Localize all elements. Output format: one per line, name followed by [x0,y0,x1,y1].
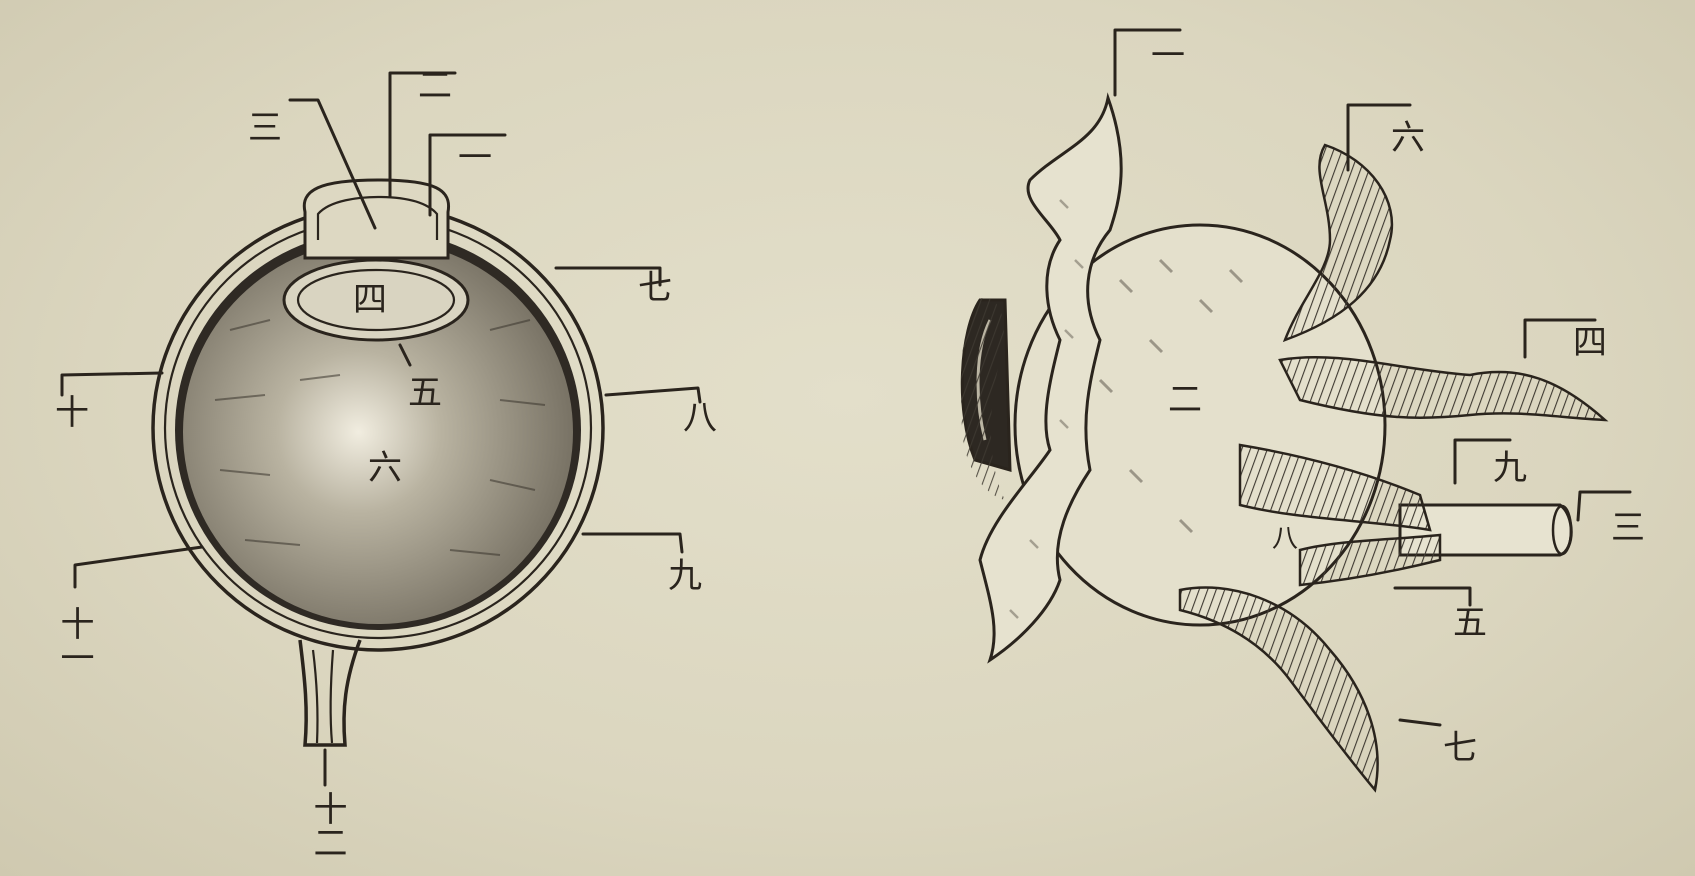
left-label-8: 八 [683,398,717,438]
left-label-7: 七 [638,268,672,308]
left-label-12: 十二 [307,791,347,859]
right-label-4: 四 [1573,323,1607,363]
right-label-8: 八 [1272,524,1298,554]
right-label-2: 二 [1168,380,1202,420]
left-label-9: 九 [668,556,702,596]
superior-muscle [1285,145,1392,340]
left-label-3: 三 [248,108,282,148]
left-label-2: 二 [418,66,452,106]
right-label-6: 六 [1391,118,1425,158]
left-label-10: 十 [55,393,89,433]
inferior-muscle [1180,588,1378,791]
left-label-11: 十一 [54,606,94,674]
optic-nerve-inner [313,650,333,743]
right-label-1: 一 [1151,36,1185,76]
right-label-7: 七 [1443,728,1477,768]
right-eye-external [961,98,1605,790]
right-label-9: 九 [1493,448,1527,488]
cornea-cap [304,180,448,258]
left-label-1: 一 [458,138,492,178]
right-label-3: 三 [1611,508,1645,548]
left-label-6: 六 [368,448,402,488]
left-label-4: 四 [353,280,387,320]
right-label-5: 五 [1453,603,1487,643]
left-label-5: 五 [408,373,442,413]
